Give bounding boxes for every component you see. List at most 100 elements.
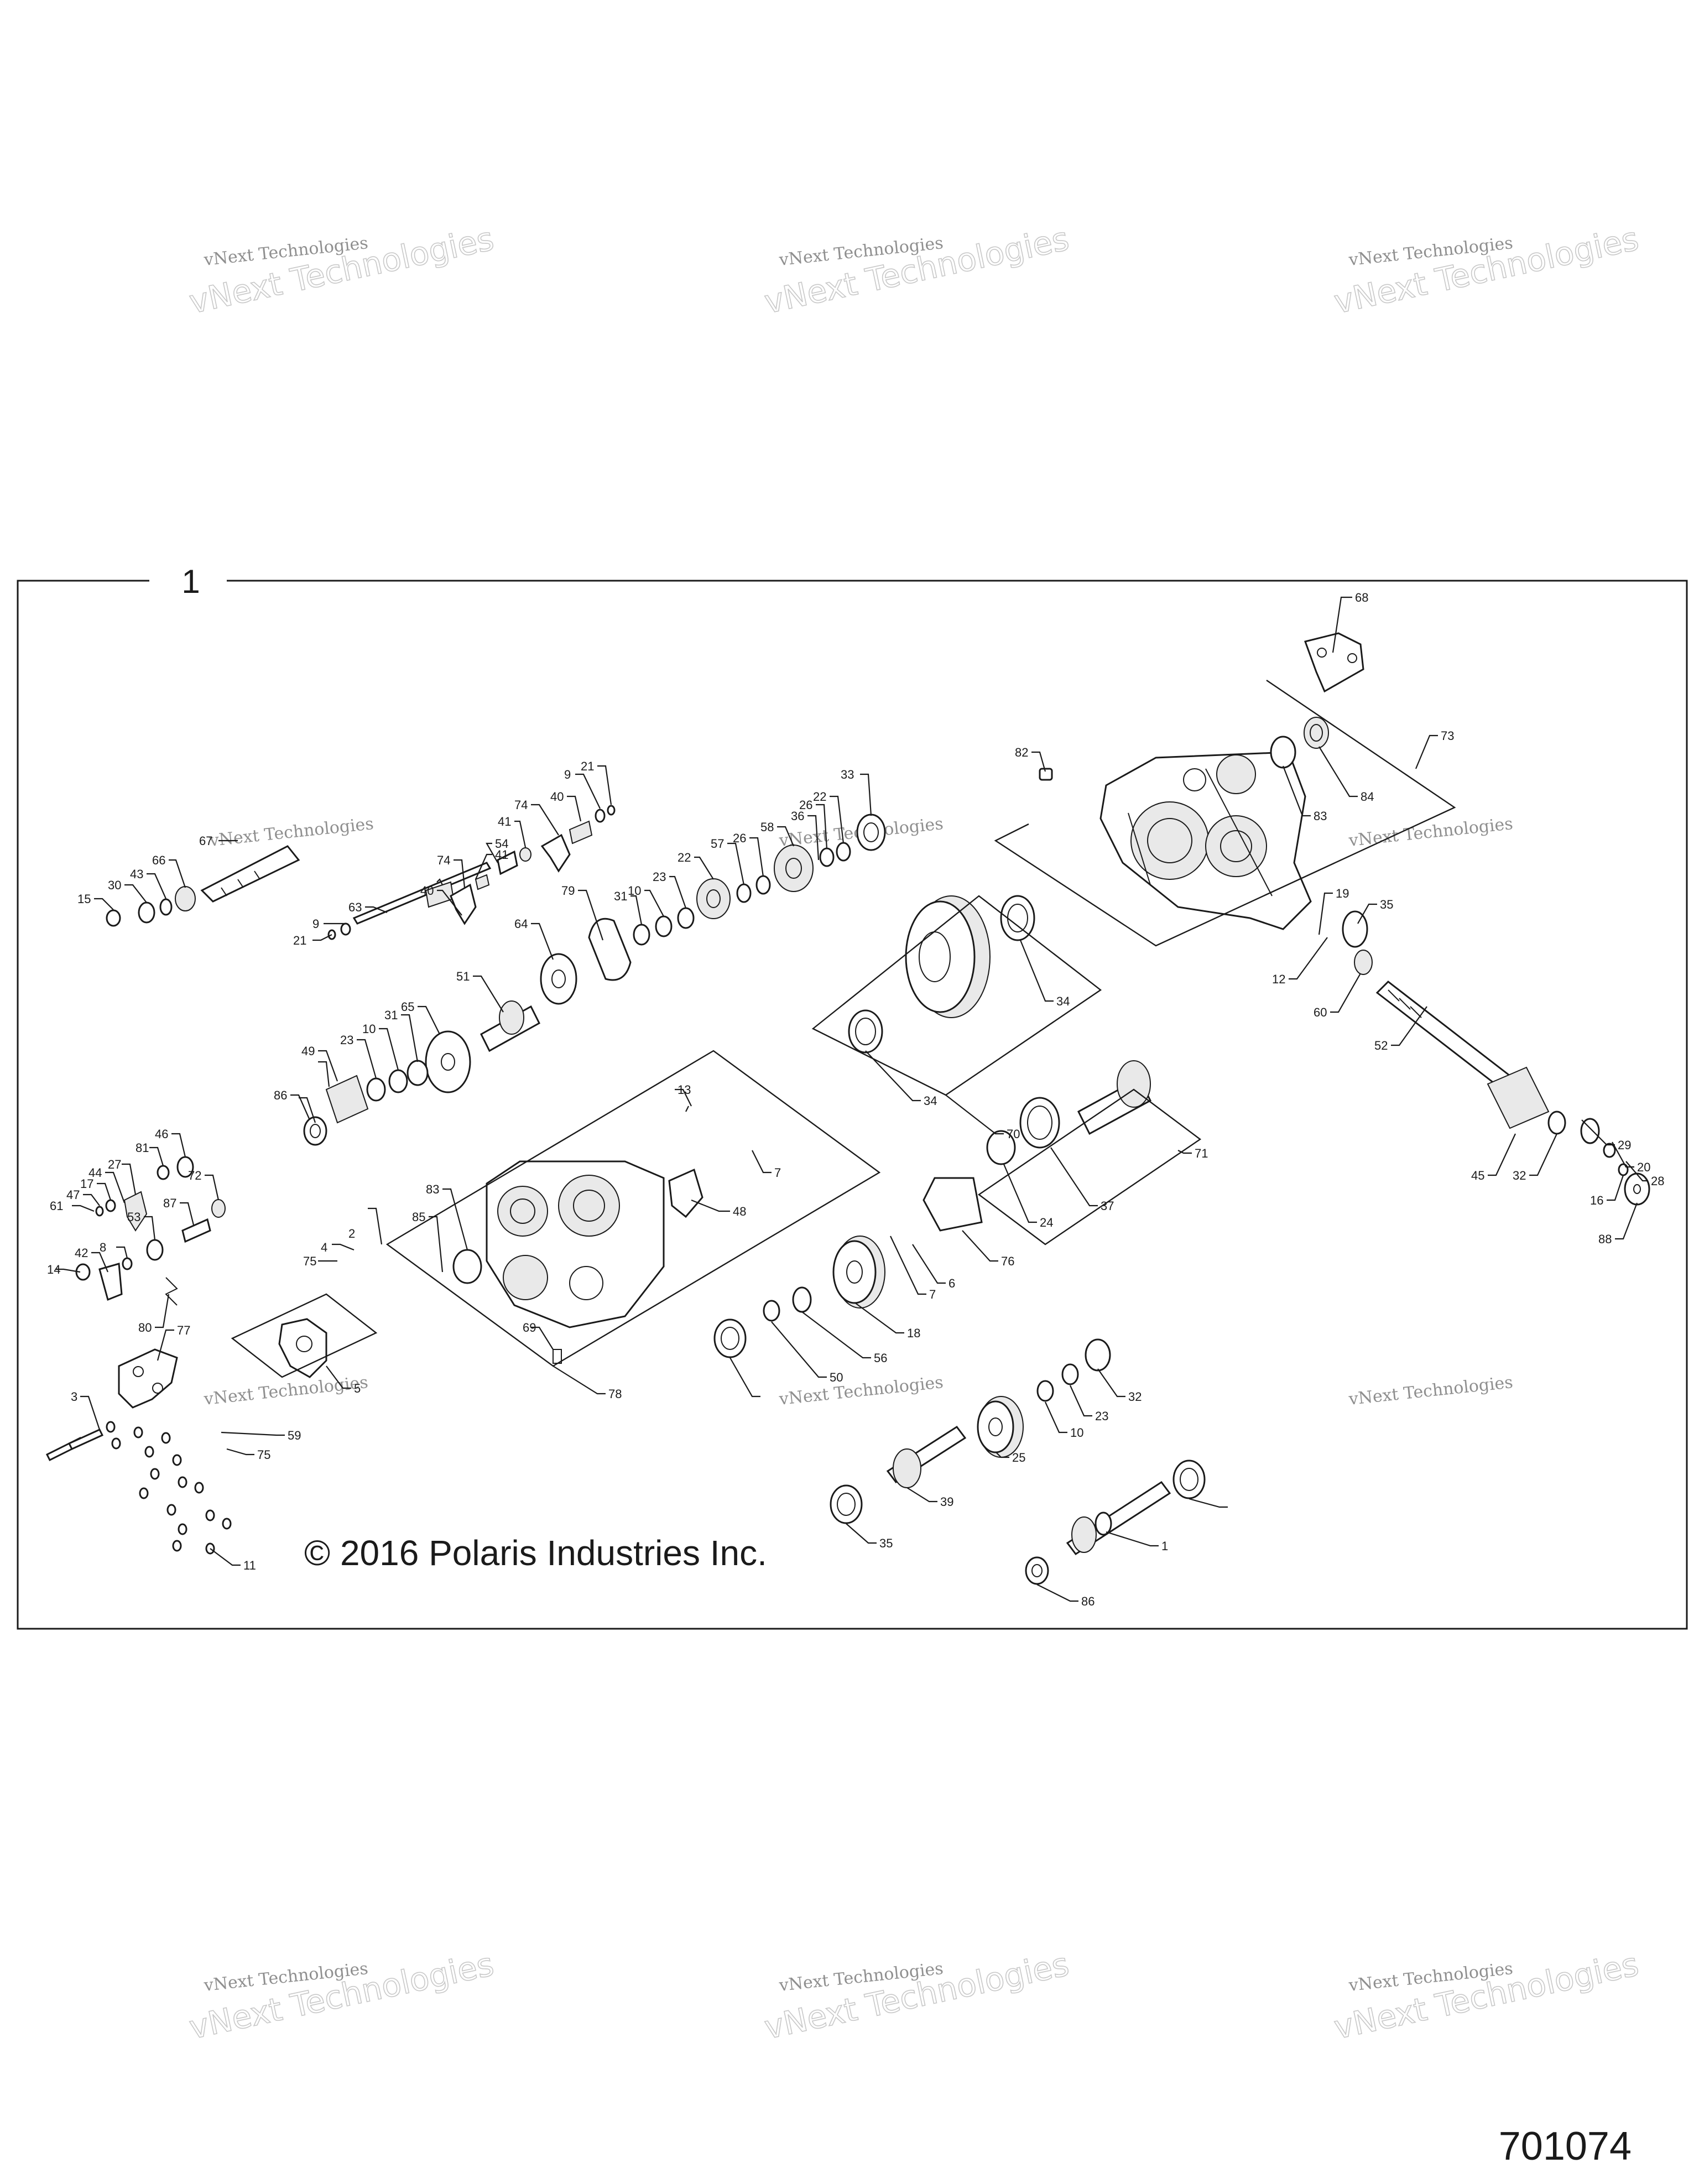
- callout-32: 32: [1513, 1169, 1526, 1182]
- figure-number: 701074: [1499, 2124, 1632, 2169]
- watermark: vNext Technologies: [208, 814, 374, 851]
- callout-65: 65: [401, 1000, 414, 1014]
- callout-17: 61: [50, 1199, 63, 1213]
- watermark: vNext Technologies vNext Technologies: [185, 1945, 497, 2047]
- callout-52: 52: [1374, 1039, 1388, 1052]
- callout-61: 87: [163, 1196, 176, 1210]
- watermark-outline: vNext Technologies: [186, 220, 497, 321]
- callout-27: 17: [80, 1177, 93, 1191]
- callout-7b: 7: [774, 1166, 781, 1180]
- shift-assembly: [106, 805, 616, 940]
- group-box-70: [811, 895, 1102, 1096]
- callout-4: 75: [303, 1254, 316, 1268]
- callout-28: 28: [1651, 1174, 1664, 1188]
- callout-47: 72: [188, 1169, 201, 1182]
- callout-50: 39: [940, 1495, 953, 1509]
- watermark-outline: vNext Technologies: [761, 220, 1072, 321]
- callout-60: 60: [1314, 1005, 1327, 1019]
- callout-54: 54: [495, 837, 508, 851]
- callout-25: 1: [1161, 1539, 1168, 1553]
- callout-84: 84: [1361, 790, 1374, 804]
- callout-88: 88: [1598, 1232, 1612, 1246]
- callout-34b: 34: [924, 1094, 937, 1108]
- callout-83: 83: [1314, 809, 1327, 823]
- callout-71: 71: [1195, 1146, 1208, 1160]
- callout-23b: 23: [653, 870, 666, 884]
- callout-59: 18: [907, 1326, 920, 1340]
- callout-10: 10: [362, 1022, 376, 1036]
- callout-5: 3: [71, 1390, 77, 1404]
- callout-29: 29: [1618, 1138, 1631, 1152]
- watermark: vNext Technologies: [778, 1373, 944, 1409]
- watermark-outline: vNext Technologies: [1331, 220, 1641, 321]
- callout-74b: 74: [514, 798, 528, 812]
- callout-4b: 75: [257, 1448, 270, 1462]
- callout-48: 48: [733, 1205, 746, 1218]
- callout-73: 73: [1441, 729, 1454, 743]
- callout-8: 14: [47, 1263, 60, 1276]
- bracket: [1304, 632, 1364, 693]
- callout-41: 41: [495, 848, 508, 862]
- watermark: vNext Technologies vNext Technologies: [1330, 219, 1642, 321]
- callout-56: 25: [1012, 1451, 1025, 1464]
- callout-42: 80: [138, 1321, 152, 1335]
- callout-70: 70: [1007, 1127, 1020, 1141]
- callout-46: 46: [155, 1127, 168, 1141]
- callout-68: 68: [1355, 591, 1368, 604]
- watermark: vNext Technologies: [202, 1373, 369, 1409]
- callout-32b: 32: [1128, 1390, 1142, 1404]
- callout-31: 31: [384, 1008, 398, 1022]
- callout-77: 59: [288, 1429, 301, 1442]
- callout-64: 64: [514, 917, 528, 931]
- group-box-73: [994, 680, 1456, 947]
- shaft-25: [1025, 1460, 1206, 1585]
- watermark: vNext Technologies vNext Technologies: [760, 219, 1072, 321]
- callout-10b: 10: [628, 884, 641, 898]
- callout-41b: 41: [498, 815, 511, 828]
- watermark: vNext Technologies vNext Technologies: [760, 1945, 1072, 2047]
- callout-10c: 10: [1070, 1426, 1083, 1440]
- callout-35b: 35: [879, 1536, 893, 1550]
- callout-labels: 68 73 82 83 84 19 35 12 60 52 29 20 28 4…: [47, 591, 1664, 1608]
- callout-15: 15: [77, 892, 91, 906]
- callout-53: 42: [75, 1246, 88, 1260]
- group-box-69: [231, 1293, 378, 1378]
- callout-11: 56: [874, 1351, 887, 1365]
- callout-22b: 22: [813, 790, 826, 804]
- watermark-text: vNext Technologies: [202, 1373, 369, 1409]
- callout-66: 66: [152, 853, 165, 867]
- gear-56: [830, 1338, 1111, 1524]
- left-small-parts: [75, 1156, 226, 1409]
- callout-21b: 21: [293, 934, 306, 947]
- watermarks: vNext Technologies vNext Technologies vN…: [185, 219, 1642, 2047]
- group-brackets: [231, 680, 1456, 1378]
- callout-16: 16: [1590, 1193, 1603, 1207]
- callout-72: 53: [127, 1210, 140, 1224]
- watermark-text: vNext Technologies: [778, 1373, 944, 1409]
- cover-69: [278, 1318, 327, 1378]
- callout-37: 37: [1101, 1199, 1114, 1213]
- callout-13: 13: [677, 1083, 691, 1097]
- watermark-text: vNext Technologies: [1347, 1373, 1514, 1409]
- callout-81: 44: [88, 1166, 102, 1180]
- callout-23c: 23: [1095, 1409, 1108, 1423]
- callout-23: 23: [340, 1033, 353, 1047]
- callout-33: 33: [841, 768, 854, 781]
- callout-9: 9: [564, 768, 571, 781]
- callout-58: 58: [760, 820, 774, 834]
- watermark-outline: vNext Technologies: [761, 1945, 1072, 2046]
- assembly-number: 1: [181, 563, 200, 600]
- callout-75: 78: [608, 1387, 622, 1401]
- watermark: vNext Technologies: [1347, 1373, 1514, 1409]
- assembly-frame: [17, 580, 1688, 1630]
- callout-31b: 31: [614, 889, 627, 903]
- callout-87: 8: [100, 1240, 106, 1254]
- callout-38: 86: [274, 1088, 287, 1102]
- bolt-cluster: [45, 1421, 232, 1555]
- gear-70: [848, 895, 1035, 1054]
- callout-80: 4: [321, 1240, 327, 1254]
- callout-12: 12: [1272, 972, 1285, 986]
- callout-62: 49: [301, 1044, 315, 1058]
- callout-78: 77: [177, 1323, 190, 1337]
